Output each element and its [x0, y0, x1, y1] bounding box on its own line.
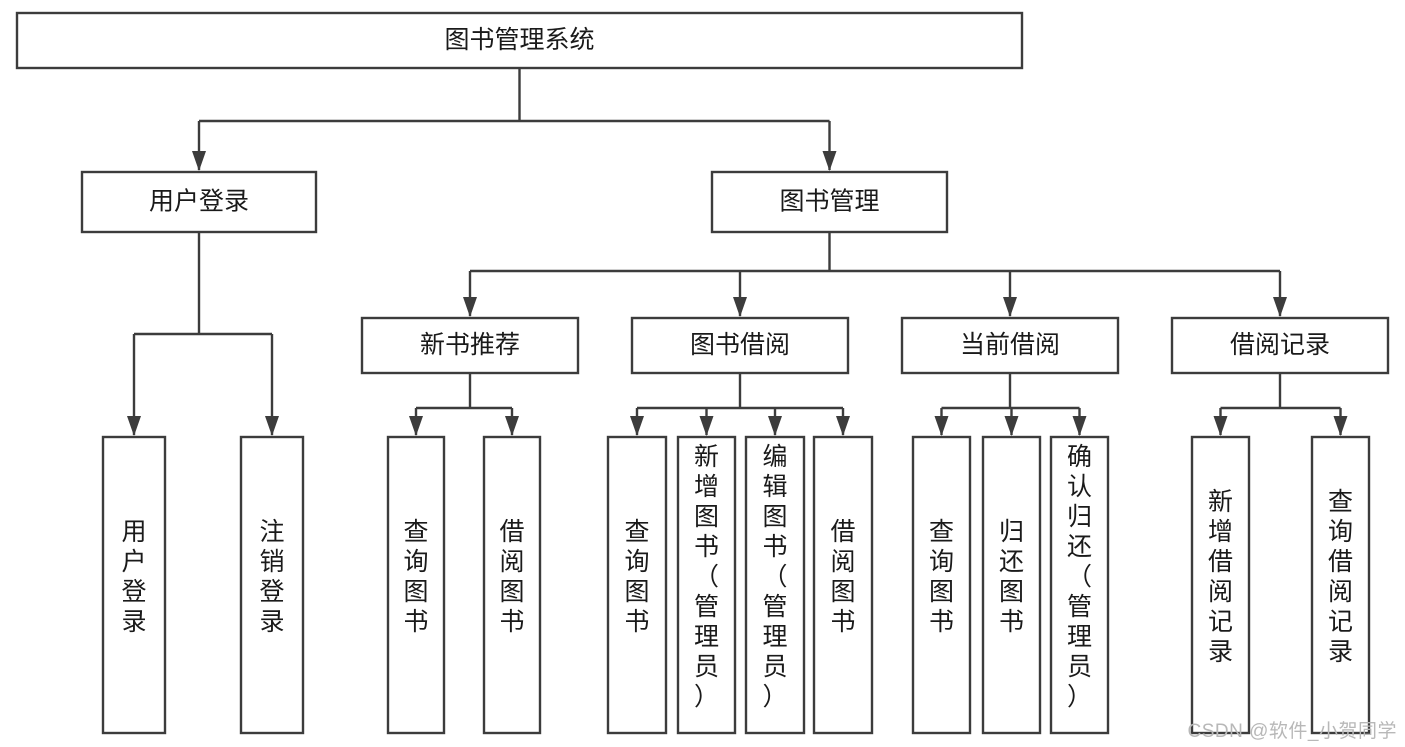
node-label: 编辑图书（管理员） [762, 443, 787, 711]
arrow-head-icon [1004, 416, 1019, 436]
node-label: 借阅记录 [1230, 331, 1330, 359]
node-rect[interactable] [744, 435, 806, 735]
arrow-head-icon [1072, 416, 1087, 436]
node-leaf-1[interactable]: 注销登录 [239, 435, 305, 735]
node-rect[interactable] [101, 435, 167, 735]
node-rect[interactable] [812, 435, 874, 735]
node-rect[interactable] [482, 435, 542, 735]
node-rect[interactable] [1310, 435, 1371, 735]
node-rect[interactable] [1190, 435, 1251, 735]
node-level2-3[interactable]: 借阅记录 [1170, 316, 1390, 375]
node-leaf-9[interactable]: 归还图书 [981, 435, 1042, 735]
node-level2-0[interactable]: 新书推荐 [360, 316, 580, 375]
arrow-head-icon [630, 416, 644, 436]
node-label: 图书管理 [779, 188, 879, 216]
arrow-head-icon [505, 416, 519, 436]
node-rect[interactable] [239, 435, 305, 735]
node-rect[interactable] [386, 435, 446, 735]
node-rect[interactable] [911, 435, 972, 735]
node-label: 归还图书 [999, 518, 1024, 636]
arrow-head-icon [768, 416, 782, 436]
node-label: 查询图书 [929, 518, 954, 636]
arrow-head-icon [836, 416, 850, 436]
arrow-head-icon [699, 416, 714, 436]
arrow-head-icon [409, 416, 423, 436]
node-label: 借阅图书 [499, 518, 524, 636]
arrow-head-icon [463, 297, 477, 317]
arrow-head-icon [733, 297, 747, 317]
node-label: 查询图书 [624, 518, 649, 636]
node-label: 用户登录 [121, 518, 146, 636]
arrow-head-icon [822, 151, 837, 171]
node-label: 新增借阅记录 [1208, 488, 1233, 666]
node-label: 图书管理系统 [444, 26, 594, 54]
node-leaf-12[interactable]: 查询借阅记录 [1310, 435, 1371, 735]
node-leaf-3[interactable]: 借阅图书 [482, 435, 542, 735]
node-rect[interactable] [606, 435, 668, 735]
node-rect[interactable] [676, 435, 737, 735]
node-leaf-0[interactable]: 用户登录 [101, 435, 167, 735]
node-label: 当前借阅 [960, 331, 1060, 359]
node-leaf-10[interactable]: 确认归还（管理员） [1049, 435, 1110, 735]
node-rect[interactable] [1170, 316, 1390, 375]
arrow-head-icon [265, 416, 279, 436]
node-rect[interactable] [981, 435, 1042, 735]
node-rect[interactable] [15, 11, 1024, 70]
node-leaf-8[interactable]: 查询图书 [911, 435, 972, 735]
node-rect[interactable] [900, 316, 1120, 375]
arrow-head-icon [1213, 416, 1228, 436]
node-label: 查询借阅记录 [1328, 488, 1353, 666]
node-leaf-11[interactable]: 新增借阅记录 [1190, 435, 1251, 735]
node-label: 借阅图书 [830, 518, 855, 636]
arrow-head-icon [934, 416, 949, 436]
arrow-head-icon [1333, 416, 1348, 436]
arrow-head-icon [127, 416, 141, 436]
node-level1-1[interactable]: 图书管理 [710, 170, 949, 234]
node-leaf-4[interactable]: 查询图书 [606, 435, 668, 735]
node-rect[interactable] [630, 316, 850, 375]
arrow-head-icon [1003, 297, 1017, 317]
node-label: 查询图书 [403, 518, 428, 636]
arrow-head-icon [192, 151, 206, 171]
node-leaf-7[interactable]: 借阅图书 [812, 435, 874, 735]
node-rect[interactable] [360, 316, 580, 375]
node-label: 用户登录 [149, 188, 249, 216]
node-root-book-management-system[interactable]: 图书管理系统 [15, 11, 1024, 70]
node-label: 新增图书（管理员） [694, 443, 719, 711]
node-rect[interactable] [1049, 435, 1110, 735]
node-layer: 图书管理系统用户登录图书管理新书推荐图书借阅当前借阅借阅记录用户登录注销登录查询… [15, 11, 1390, 735]
node-level2-1[interactable]: 图书借阅 [630, 316, 850, 375]
node-label: 图书借阅 [690, 331, 790, 359]
node-level1-0[interactable]: 用户登录 [80, 170, 318, 234]
node-leaf-6[interactable]: 编辑图书（管理员） [744, 435, 806, 735]
node-leaf-2[interactable]: 查询图书 [386, 435, 446, 735]
watermark-label: CSDN @软件_小贺同学 [1187, 721, 1397, 742]
node-rect[interactable] [80, 170, 318, 234]
node-rect[interactable] [710, 170, 949, 234]
node-label: 注销登录 [259, 518, 284, 636]
arrow-head-icon [1273, 297, 1287, 317]
node-label: 新书推荐 [420, 331, 520, 359]
node-label: 确认归还（管理员） [1067, 443, 1092, 711]
node-level2-2[interactable]: 当前借阅 [900, 316, 1120, 375]
connector-layer [127, 68, 1348, 436]
node-leaf-5[interactable]: 新增图书（管理员） [676, 435, 737, 735]
